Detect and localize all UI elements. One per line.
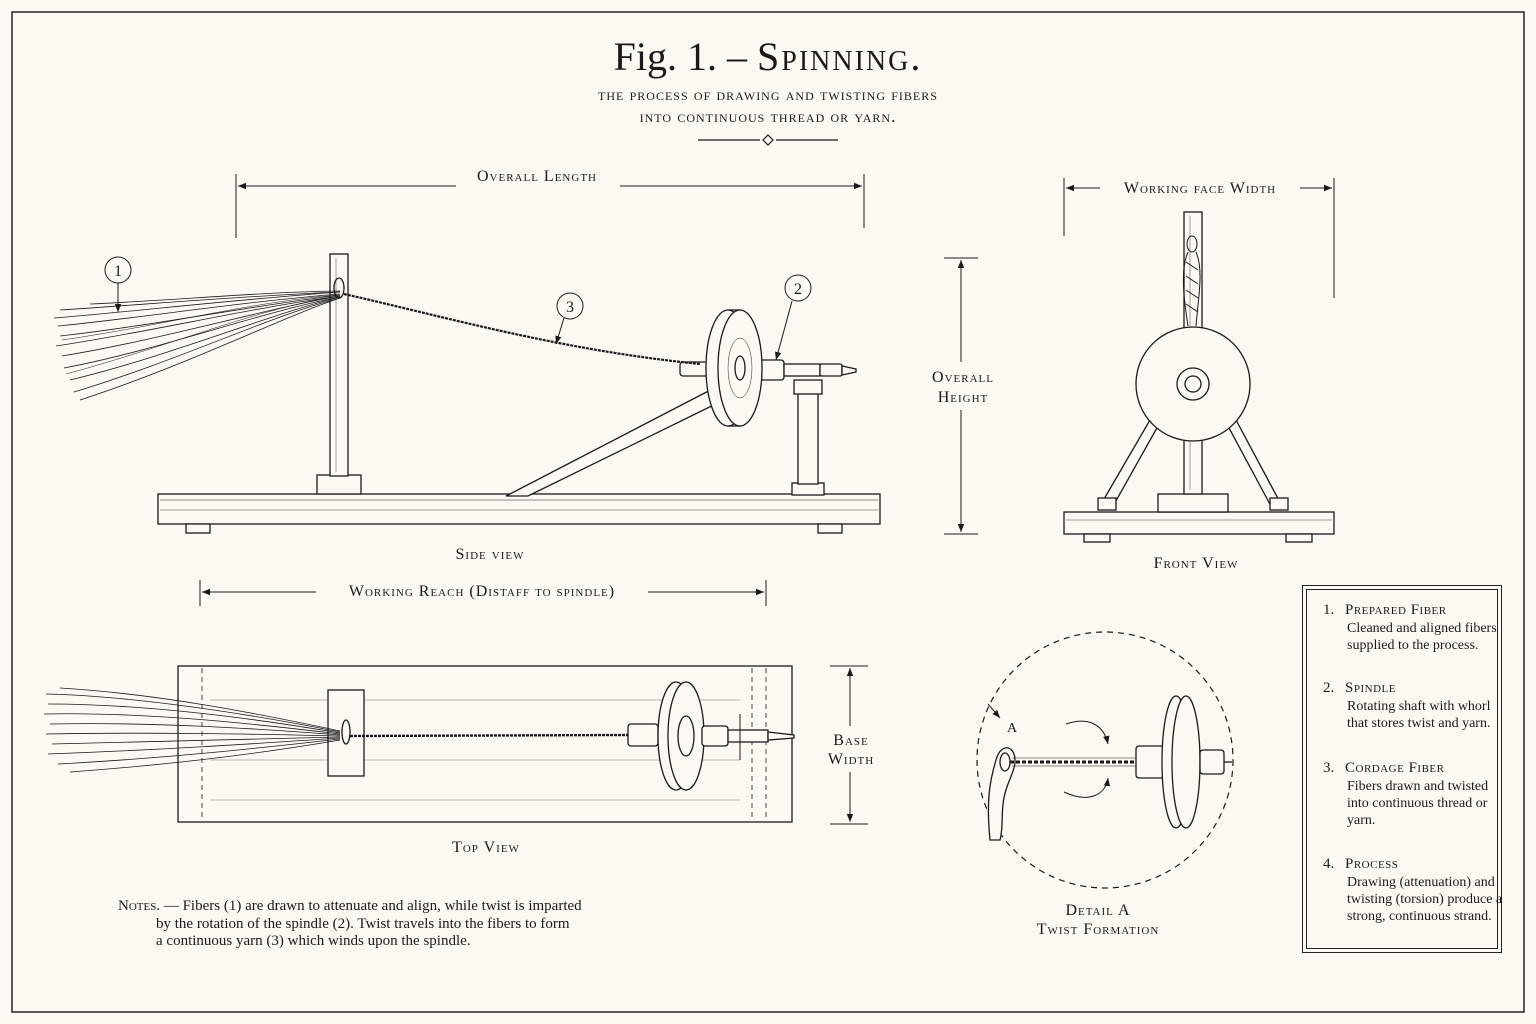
overall-height-label-1: Overall xyxy=(932,369,994,386)
legend-title: Prepared Fiber xyxy=(1345,602,1447,618)
title-ornament xyxy=(698,134,838,146)
yarn-side xyxy=(343,292,701,366)
legend-inner-border: 1. Prepared Fiber Cleaned and aligned fi… xyxy=(1306,589,1502,949)
notes-heading: Notes. — xyxy=(118,898,179,914)
legend-title: Spindle xyxy=(1345,680,1396,696)
front-view-label: Front View xyxy=(1154,555,1239,572)
distaff-eyelet xyxy=(333,277,345,299)
detail-a-drawing xyxy=(987,695,1232,841)
yarn-top xyxy=(349,733,629,738)
rotation-arrows xyxy=(987,703,1111,798)
legend-number: 2. xyxy=(1323,680,1335,696)
detail-a-label-2: Twist Formation xyxy=(1037,921,1160,938)
legend-description: Cleaned and aligned fibers supplied to t… xyxy=(1347,621,1497,653)
working-reach-label: Working Reach (Distaff to spindle) xyxy=(349,583,615,600)
base-width-dimension xyxy=(830,665,868,825)
side-view-machine xyxy=(157,253,881,534)
side-view-label: Side view xyxy=(456,546,525,563)
fiber-bundle-top xyxy=(43,687,341,773)
working-reach-dimension xyxy=(199,580,767,606)
overall-length-label: Overall Length xyxy=(477,168,597,185)
legend-title: Process xyxy=(1345,856,1399,872)
notes-line-2: by the rotation of the spindle (2). Twis… xyxy=(156,915,570,932)
base-width-label-2: Width xyxy=(828,751,874,768)
top-view-label: Top View xyxy=(452,839,520,856)
front-view-machine xyxy=(1063,211,1335,543)
svg-text:3: 3 xyxy=(566,299,574,316)
legend-number: 1. xyxy=(1323,602,1335,618)
notes-line-1: Fibers (1) are drawn to attenuate and al… xyxy=(182,898,582,914)
legend-title: Cordage Fiber xyxy=(1345,760,1445,776)
subtitle-line-2: into continuous thread or yarn. xyxy=(640,107,897,126)
fiber-bundle-side xyxy=(53,290,341,401)
callout-1: 1 xyxy=(104,256,132,312)
legend-description: Rotating shaft with whorl that stores tw… xyxy=(1347,699,1491,731)
top-view-machine xyxy=(177,665,795,823)
callout-3: 3 xyxy=(555,292,584,345)
detail-a-circle xyxy=(976,631,1234,889)
working-face-width-label: Working face Width xyxy=(1124,180,1276,197)
overall-height-label-2: Height xyxy=(938,389,989,406)
svg-text:2: 2 xyxy=(794,281,802,298)
plate-border xyxy=(11,11,1525,1013)
legend-description: Drawing (attenuation) and twisting (tors… xyxy=(1347,875,1503,924)
svg-text:1: 1 xyxy=(114,263,122,280)
detail-a-label-1: Detail A xyxy=(1065,902,1130,919)
callout-2: 2 xyxy=(775,274,812,361)
legend-number: 4. xyxy=(1323,856,1335,872)
working-face-width-dimension xyxy=(1063,178,1335,298)
figure-title: Fig. 1. – Spinning. xyxy=(614,34,923,79)
legend-box: 1. Prepared Fiber Cleaned and aligned fi… xyxy=(1302,585,1502,953)
legend-number: 3. xyxy=(1323,760,1335,776)
base-width-label-1: Base xyxy=(833,732,868,749)
notes-line-3: a continuous yarn (3) which winds upon t… xyxy=(156,933,471,949)
detail-a-marker: A xyxy=(1007,721,1018,736)
overall-length-dimension xyxy=(235,174,865,238)
notes-block: Notes. — Fibers (1) are drawn to attenua… xyxy=(118,898,718,951)
overall-height-dimension xyxy=(944,257,978,535)
front-fiber-strand xyxy=(1182,235,1201,327)
legend-description: Fibers drawn and twisted into continuous… xyxy=(1347,779,1489,828)
subtitle-line-1: the process of drawing and twisting fibe… xyxy=(598,85,938,104)
